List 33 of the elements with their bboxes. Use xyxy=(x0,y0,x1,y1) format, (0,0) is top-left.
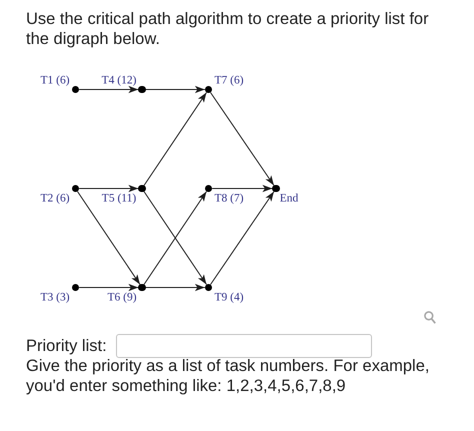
arrow xyxy=(144,92,207,186)
vertex-dot xyxy=(138,86,146,94)
vertex-dot xyxy=(138,184,146,192)
task-label: T5 (11) xyxy=(102,192,136,206)
arrow xyxy=(77,191,140,285)
task-label: T9 (4) xyxy=(214,292,244,304)
arrow xyxy=(145,284,206,292)
vertex-dot xyxy=(72,86,80,94)
instruction-text: Give the priority as a list of task numbers. For example, you'd enter something like: 1,2,3,4,5,6,7,8,9 xyxy=(26,356,430,396)
task-label: T1 (6) xyxy=(40,74,70,88)
vertex-dot xyxy=(204,184,212,192)
vertex-dot xyxy=(204,284,212,292)
arrow xyxy=(145,86,206,94)
task-label: T6 (9) xyxy=(107,292,137,304)
task-label: T7 (6) xyxy=(214,74,244,88)
field-label: Priority list: xyxy=(26,336,107,356)
arrow xyxy=(78,284,139,292)
task-label: T2 (6) xyxy=(40,192,70,206)
arrow xyxy=(210,190,274,286)
arrow xyxy=(78,184,139,192)
vertex-dot xyxy=(204,86,212,94)
vertex-dot xyxy=(72,184,80,192)
vertex-dot xyxy=(138,284,146,292)
task-label: T3 (3) xyxy=(40,292,70,304)
vertex-dot xyxy=(72,284,80,292)
vertex-dot xyxy=(272,184,280,192)
question-text: Use the critical path algorithm to create a priority list for the digraph below. xyxy=(26,9,430,49)
arrow xyxy=(210,92,274,186)
arrow xyxy=(78,86,139,94)
task-label: T4 (12) xyxy=(102,74,136,88)
task-label: End xyxy=(280,192,298,206)
task-label: T8 (7) xyxy=(214,192,244,206)
arrow xyxy=(212,184,273,192)
